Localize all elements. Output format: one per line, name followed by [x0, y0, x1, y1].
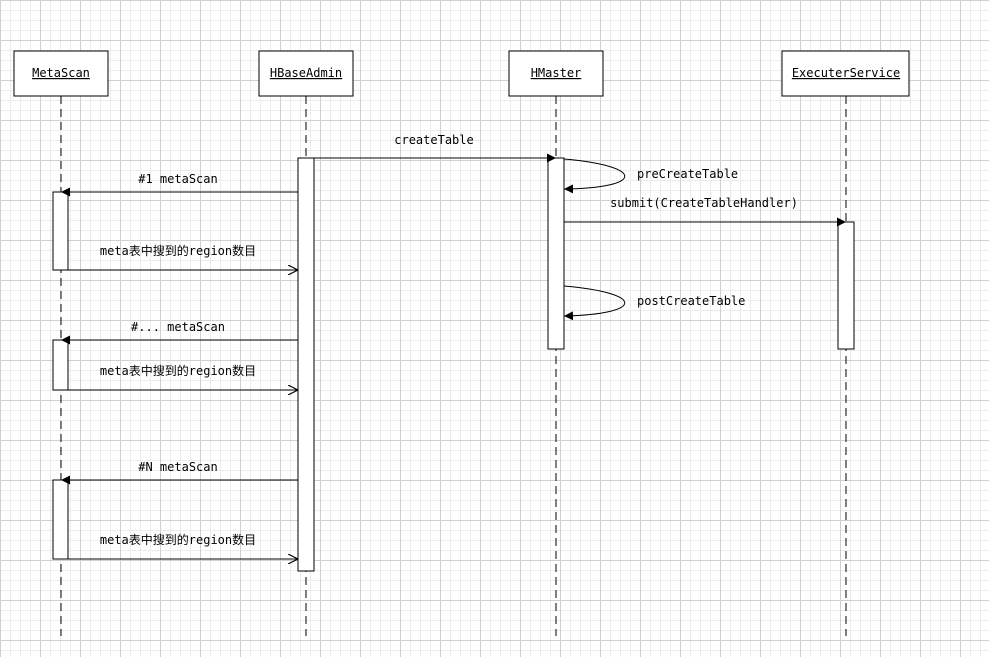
activations — [52, 157, 855, 572]
activation-hmaster[interactable] — [547, 157, 565, 350]
message-post-create-table[interactable] — [563, 285, 626, 321]
label-return-mid: meta表中搜到的region数目 — [100, 363, 256, 378]
participant-hbaseadmin[interactable]: HBaseAdmin — [258, 50, 354, 97]
messages — [61, 153, 846, 559]
label-return-1: meta表中搜到的region数目 — [100, 243, 256, 258]
label-pre-create-table: preCreateTable — [637, 167, 738, 181]
participant-metascan[interactable]: MetaScan — [13, 50, 109, 97]
participant-hmaster-label: HMaster — [531, 66, 582, 80]
label-submit: submit(CreateTableHandler) — [610, 196, 798, 210]
participant-metascan-label: MetaScan — [32, 66, 90, 80]
activation-metascan-1[interactable] — [52, 191, 69, 271]
activation-executer[interactable] — [837, 221, 855, 350]
participant-executer[interactable]: ExecuterService — [781, 50, 910, 97]
activation-hbaseadmin[interactable] — [297, 157, 315, 572]
participant-hbaseadmin-label: HBaseAdmin — [270, 66, 342, 80]
label-meta-scan-mid: #... metaScan — [131, 320, 225, 334]
message-pre-create-table[interactable] — [563, 158, 626, 194]
participant-executer-label: ExecuterService — [792, 66, 900, 80]
label-return-n: meta表中搜到的region数目 — [100, 532, 256, 547]
participant-hmaster[interactable]: HMaster — [508, 50, 604, 97]
activation-metascan-2[interactable] — [52, 339, 69, 391]
label-meta-scan-1: #1 metaScan — [138, 172, 217, 186]
activation-metascan-3[interactable] — [52, 479, 69, 560]
label-post-create-table: postCreateTable — [637, 294, 745, 308]
label-create-table: createTable — [394, 133, 473, 147]
label-meta-scan-n: #N metaScan — [138, 460, 217, 474]
